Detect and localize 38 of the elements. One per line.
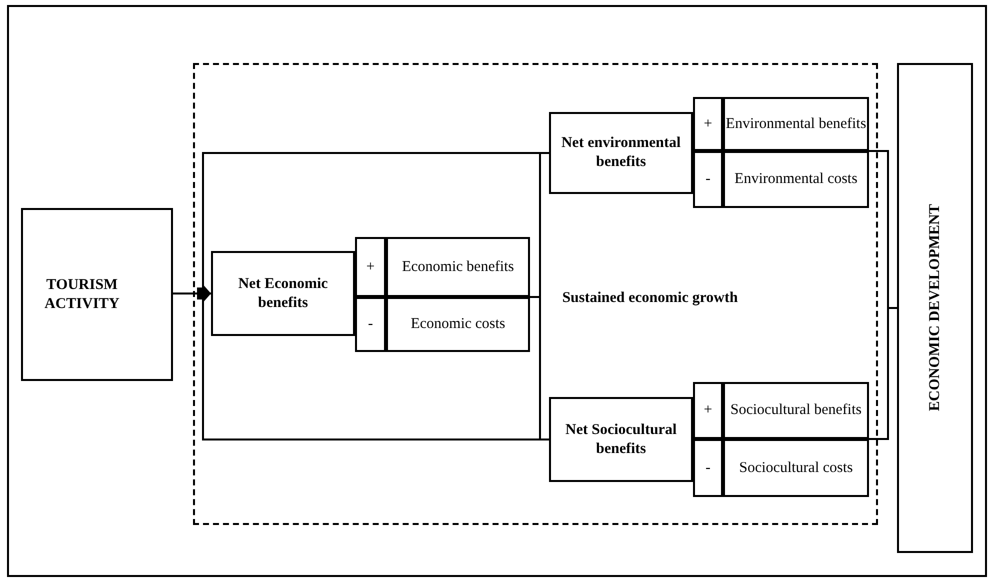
sign-text: - [706, 458, 710, 478]
table-cell [386, 237, 530, 297]
dashed-group-box [193, 63, 878, 525]
vertical-text: ECONOMIC DEVELOPMENT [926, 204, 944, 412]
process-box [549, 112, 693, 194]
cell-text: Environmental costs [734, 170, 858, 189]
cell-text: Sociocultural costs [739, 458, 853, 478]
sign-text: + [366, 258, 375, 276]
sign-cell [693, 439, 723, 497]
sign-text: + [704, 401, 712, 420]
sign-text: - [368, 315, 373, 334]
table-cell [386, 297, 530, 352]
process-box [211, 251, 355, 336]
cell-text: Environmental benefits [726, 114, 866, 134]
sign-cell [693, 382, 723, 439]
table-cell [723, 382, 869, 439]
table-cell [723, 439, 869, 497]
process-box [897, 63, 973, 553]
process-box [21, 208, 173, 381]
table-cell [723, 151, 869, 208]
node-text: Net environmental benefits [560, 134, 682, 172]
sign-cell [355, 237, 386, 297]
cell-text: Economic benefits [402, 258, 514, 276]
sign-text: + [704, 114, 712, 134]
process-box [549, 397, 693, 482]
sign-cell [693, 151, 723, 208]
sign-cell [693, 97, 723, 151]
connector-line [530, 296, 549, 440]
connector-line [869, 307, 897, 440]
sign-cell [355, 297, 386, 352]
sign-text: - [706, 170, 710, 189]
node-text: Net Economic benefits [237, 274, 329, 312]
cell-text: Economic costs [410, 315, 506, 334]
node-text: Net Sociocultural benefits [564, 420, 678, 458]
group-title: Sustained economic growth [561, 289, 739, 308]
cell-text: Sociocultural benefits [730, 401, 862, 420]
node-text: TOURISM ACTIVITY [43, 276, 120, 314]
table-cell [723, 97, 869, 151]
